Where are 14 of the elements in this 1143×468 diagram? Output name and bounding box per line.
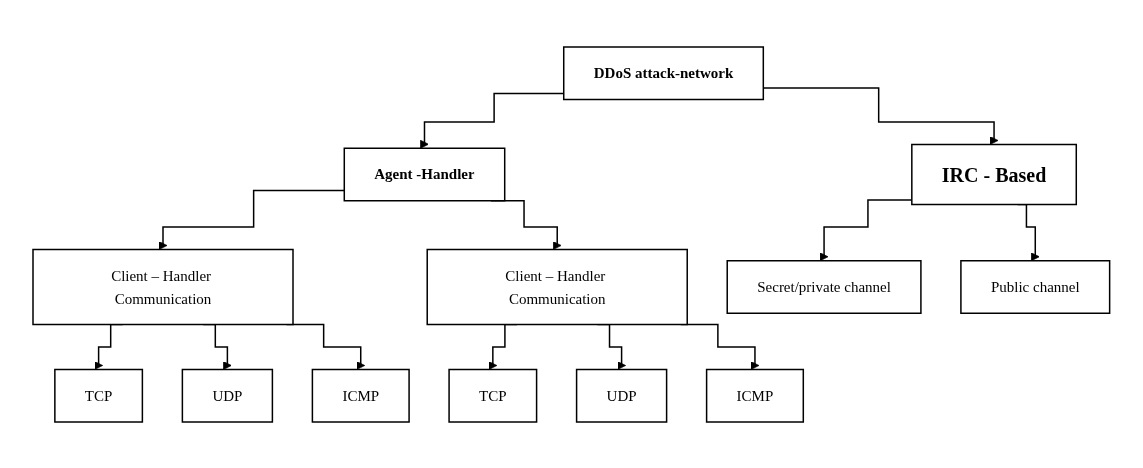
node-box: UDP — [576, 368, 668, 423]
node-box: IRC - Based — [911, 143, 1078, 205]
node-box: Public channel — [960, 259, 1111, 314]
node-box: Agent -Handler — [343, 147, 506, 201]
node-box: TCP — [448, 368, 538, 423]
node-box: Client – Handler Communication — [32, 248, 294, 325]
node-box: Secret/private channel — [726, 259, 922, 314]
node-box: DDoS attack-network — [563, 45, 765, 100]
node-box: TCP — [54, 368, 144, 423]
node-box: ICMP — [311, 368, 410, 423]
node-box: ICMP — [706, 368, 805, 423]
node-box: UDP — [181, 368, 274, 423]
arrow — [819, 198, 913, 261]
node-box: Client – Handler Communication — [426, 248, 689, 325]
